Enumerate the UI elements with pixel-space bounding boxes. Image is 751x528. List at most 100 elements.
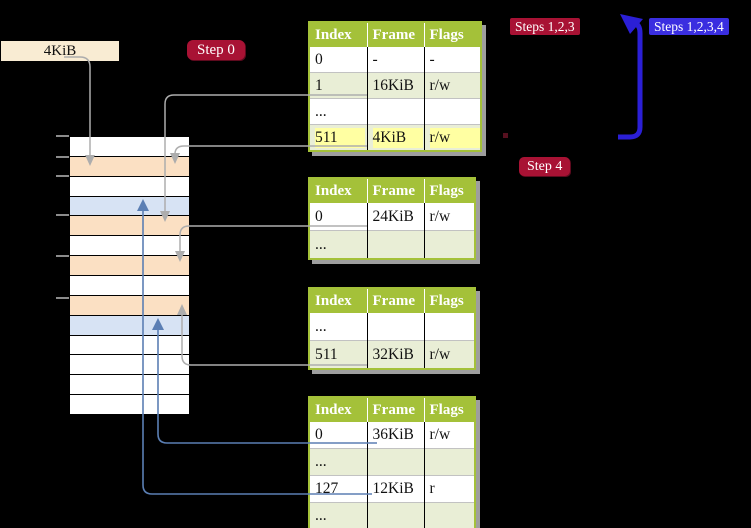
memory-tick <box>56 135 69 137</box>
memory-tick <box>56 156 69 158</box>
table-cell <box>367 230 425 259</box>
table-cell <box>424 502 475 528</box>
table-cell: r/w <box>429 426 451 443</box>
table-cell: r/w <box>424 72 481 99</box>
highlighted-value: r/w <box>429 127 480 148</box>
column-header-index: Index <box>309 288 368 313</box>
table-cell: 511 <box>309 124 368 151</box>
table-cell: ... <box>309 230 368 259</box>
table-cell: r <box>429 480 435 497</box>
memory-row-table <box>70 315 189 336</box>
memory-row-plain <box>70 176 189 197</box>
memory-row-table <box>70 196 189 217</box>
table-row: 0-- <box>309 47 481 73</box>
steps-loop-arrowhead <box>620 14 643 34</box>
table-cell: 12KiB <box>367 475 425 503</box>
table-cell: 1 <box>309 72 368 99</box>
column-header-flags: Flags <box>424 397 475 422</box>
column-header-index: Index <box>309 178 368 203</box>
memory-tick <box>56 175 69 177</box>
steps123-badge: Steps 1,2,3 <box>510 18 580 35</box>
memory-tick <box>56 255 69 257</box>
table-cell: 4KiB <box>367 124 425 151</box>
table-cell: r/w <box>429 207 451 225</box>
table-cell <box>367 98 425 125</box>
table-cell: 24KiB <box>367 203 425 231</box>
table-cell: ... <box>309 502 368 528</box>
column-header-frame: Frame <box>367 22 425 47</box>
column-header-flags: Flags <box>424 288 475 313</box>
table-cell: ... <box>309 313 368 341</box>
column-header-flags: Flags <box>424 22 481 47</box>
table-cell: 0 <box>309 422 368 449</box>
table-cell: - <box>429 50 435 68</box>
memory-tick <box>56 297 69 299</box>
table-row: ... <box>309 313 475 341</box>
arrow-stub <box>503 133 508 138</box>
memory-row-plain <box>70 355 189 376</box>
memory-row-plain <box>70 137 189 157</box>
memory-row-mapped <box>70 216 189 237</box>
table-cell: 16KiB <box>367 72 425 99</box>
column-header-frame: Frame <box>367 178 425 203</box>
table-row: ... <box>309 230 475 259</box>
memory-row-plain <box>70 375 189 396</box>
column-header-index: Index <box>309 397 368 422</box>
highlighted-value: 511 <box>315 127 365 148</box>
table-cell: 0 <box>309 203 368 231</box>
table-cell: ... <box>309 98 368 125</box>
page-size-label: 4KiB <box>1 41 119 61</box>
table-cell: 511 <box>309 340 368 369</box>
step0-badge: Step 0 <box>187 40 245 60</box>
table-cell: ... <box>309 448 368 476</box>
memory-row-plain <box>70 335 189 356</box>
column-header-frame: Frame <box>367 397 425 422</box>
table-cell <box>424 99 481 125</box>
physical-memory-column <box>69 136 190 415</box>
step4-badge: Step 4 <box>519 157 571 176</box>
table-cell <box>424 448 475 476</box>
memory-tick <box>56 214 69 216</box>
table-cell: r/w <box>424 340 475 369</box>
table-row: ... <box>309 448 475 476</box>
column-header-index: Index <box>309 22 368 47</box>
column-header-frame: Frame <box>367 288 425 313</box>
steps-loop-arrow <box>618 19 643 140</box>
table-cell <box>367 448 425 476</box>
table-cell: 32KiB <box>367 340 425 369</box>
table-cell: 36KiB <box>367 422 425 449</box>
memory-row-mapped <box>70 295 189 316</box>
memory-row-plain <box>70 236 189 257</box>
memory-row-mapped <box>70 256 189 277</box>
table-cell <box>367 502 425 528</box>
memory-row-plain <box>70 276 189 296</box>
column-header-flags: Flags <box>424 178 475 203</box>
table-cell: 0 <box>309 47 368 73</box>
table-row: ... <box>309 502 475 528</box>
table-row: 511 4KiB r/w <box>309 124 481 151</box>
table-cell <box>424 313 475 341</box>
table-cell: 127 <box>309 475 368 503</box>
table-cell <box>367 313 425 341</box>
highlighted-value: 4KiB <box>372 127 423 148</box>
table-cell: r/w <box>424 124 481 151</box>
memory-row-plain <box>70 395 189 415</box>
memory-row-mapped <box>70 156 189 177</box>
table-cell: - <box>367 47 425 73</box>
table-cell <box>424 230 475 259</box>
steps1234-badge: Steps 1,2,3,4 <box>649 18 729 35</box>
